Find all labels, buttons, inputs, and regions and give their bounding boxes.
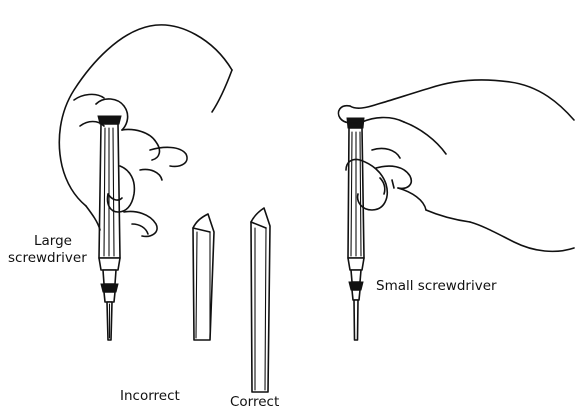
large-screwdriver — [98, 116, 121, 340]
incorrect-blade-figure: Incorrect — [120, 214, 214, 404]
incorrect-label: Incorrect — [120, 388, 180, 404]
correct-label: Correct — [230, 394, 279, 408]
small-screwdriver-figure: Small screwdriver — [338, 80, 574, 340]
right-hand-illustration — [338, 80, 574, 251]
correct-blade-figure: Correct — [230, 208, 279, 408]
small-screwdriver-label: Small screwdriver — [376, 278, 497, 294]
left-hand-illustration — [59, 25, 232, 236]
large-screwdriver-label-line1: Large — [34, 233, 72, 249]
small-screwdriver — [347, 118, 364, 340]
large-screwdriver-label-line2: screwdriver — [8, 250, 87, 266]
